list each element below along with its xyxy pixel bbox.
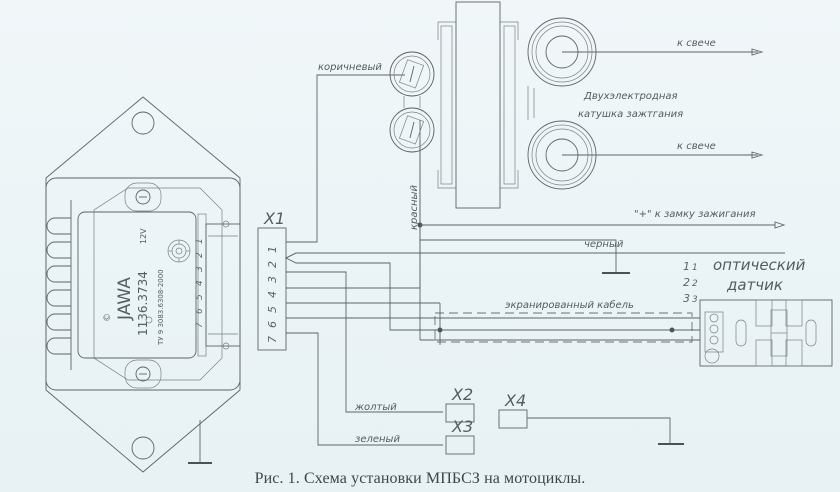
label-green-wire: зеленый bbox=[355, 434, 400, 445]
sensor-pin-2-left: 2 bbox=[683, 276, 690, 289]
coil-title-line2: катушка зажтгания bbox=[578, 109, 683, 120]
sensor-body bbox=[699, 299, 833, 367]
x1-pin-1: 1 bbox=[266, 246, 279, 253]
sensor-pin-1-left: 1 bbox=[683, 260, 690, 273]
module-brand: JAWA bbox=[115, 277, 135, 321]
arrow-ignition-icon bbox=[774, 221, 786, 229]
heatsink-fins bbox=[46, 200, 72, 370]
label-yellow-wire: жолтый bbox=[354, 402, 397, 413]
quality-mark-icon bbox=[167, 239, 191, 263]
x1-pin-7: 7 bbox=[266, 336, 279, 343]
connector-x2-label: X2 bbox=[451, 385, 473, 404]
figure-caption-text: Схема установки МПБСЗ на мотоциклы. bbox=[304, 470, 586, 487]
module-pin-labels: 1 2 3 4 5 6 7 bbox=[195, 238, 205, 328]
wire-pin2-lower bbox=[284, 252, 440, 331]
wire-brown bbox=[286, 74, 405, 243]
mounting-hole-top-icon bbox=[131, 111, 155, 135]
ignition-module: 1 2 3 4 5 6 7 © JAWA 1136.3734 ТУ 9 3083… bbox=[45, 96, 241, 473]
label-ignition-switch: "+" к замку зажигания bbox=[634, 209, 756, 220]
x1-pin-5: 5 bbox=[266, 306, 279, 313]
module-pin-2: 2 bbox=[195, 252, 205, 258]
x1-pin-2: 2 bbox=[266, 261, 279, 268]
sensor-title-line2: датчик bbox=[726, 276, 783, 294]
connectors-x2-x4: X2 X3 X4 bbox=[445, 385, 528, 455]
connector-x4 bbox=[498, 409, 528, 429]
screw-bottom-icon bbox=[135, 366, 151, 382]
optical-sensor bbox=[699, 299, 833, 367]
screw-top-icon bbox=[135, 189, 151, 205]
arrow-spark-plug-top-icon bbox=[751, 48, 764, 56]
module-standard: ТУ 9 3083.6308-2000 bbox=[157, 269, 165, 346]
module-pin-3: 3 bbox=[195, 266, 205, 272]
labels: коричневый красный черный "+" к замку за… bbox=[318, 38, 806, 445]
sensor-pin-3-right: 3 bbox=[692, 295, 698, 305]
sensor-terminal-3-icon bbox=[709, 335, 719, 345]
x1-pin-3: 3 bbox=[266, 276, 279, 283]
label-black-wire: черный bbox=[584, 239, 624, 250]
wire-black bbox=[420, 239, 617, 272]
ignition-coil bbox=[389, 1, 764, 209]
coil-core bbox=[455, 1, 501, 209]
figure-caption: Рис. 1. Схема установки МПБСЗ на мотоцик… bbox=[0, 470, 840, 488]
connector-x1-label: X1 bbox=[263, 209, 285, 228]
wire-green bbox=[286, 332, 443, 446]
manufacturer-logo-icon: © bbox=[103, 313, 113, 322]
connector-x1: X1 7 6 5 4 3 2 1 bbox=[257, 209, 287, 351]
shielded-cable bbox=[434, 312, 693, 343]
sensor-terminal-2-icon bbox=[709, 324, 719, 334]
connector-x2 bbox=[445, 403, 475, 423]
wire-red bbox=[286, 140, 421, 289]
wire-x4-ground bbox=[527, 417, 671, 443]
label-red-wire: красный bbox=[409, 185, 420, 230]
module-pin-5: 5 bbox=[195, 294, 205, 300]
module-part-number: 1136.3734 bbox=[136, 271, 150, 336]
label-spark-plug-top: к свече bbox=[677, 38, 716, 49]
connector-x4-label: X4 bbox=[504, 391, 526, 410]
mounting-hole-bottom-icon bbox=[131, 436, 155, 460]
coil-title-line1: Двухэлектродная bbox=[583, 91, 678, 102]
wire-yellow bbox=[286, 271, 443, 413]
label-brown-wire: коричневый bbox=[318, 62, 382, 73]
connector-x3-label: X3 bbox=[451, 417, 473, 436]
sensor-terminal-1-icon bbox=[709, 313, 719, 323]
module-pin-1: 1 bbox=[195, 238, 205, 244]
wiring bbox=[284, 74, 786, 446]
connector-x3 bbox=[445, 435, 475, 455]
label-spark-plug-bottom: к свече bbox=[677, 141, 716, 152]
x1-pin-6: 6 bbox=[266, 321, 279, 328]
arrow-spark-plug-bottom-icon bbox=[751, 151, 764, 159]
wire-pin2-upper bbox=[285, 252, 785, 259]
sensor-pin-3-left: 3 bbox=[683, 292, 690, 305]
module-pin-7: 7 bbox=[195, 322, 205, 328]
sensor-title-line1: оптический bbox=[713, 256, 806, 274]
figure-caption-prefix: Рис. 1. bbox=[254, 470, 300, 487]
module-voltage: 12V bbox=[139, 228, 148, 244]
module-pin-6: 6 bbox=[195, 308, 205, 314]
label-shielded-cable: экранированный кабель bbox=[505, 299, 634, 311]
x1-pin-4: 4 bbox=[266, 291, 279, 298]
sensor-pin-2-right: 2 bbox=[692, 279, 698, 289]
sensor-pin-1-right: 1 bbox=[692, 263, 698, 273]
module-pin-4: 4 bbox=[195, 280, 205, 286]
